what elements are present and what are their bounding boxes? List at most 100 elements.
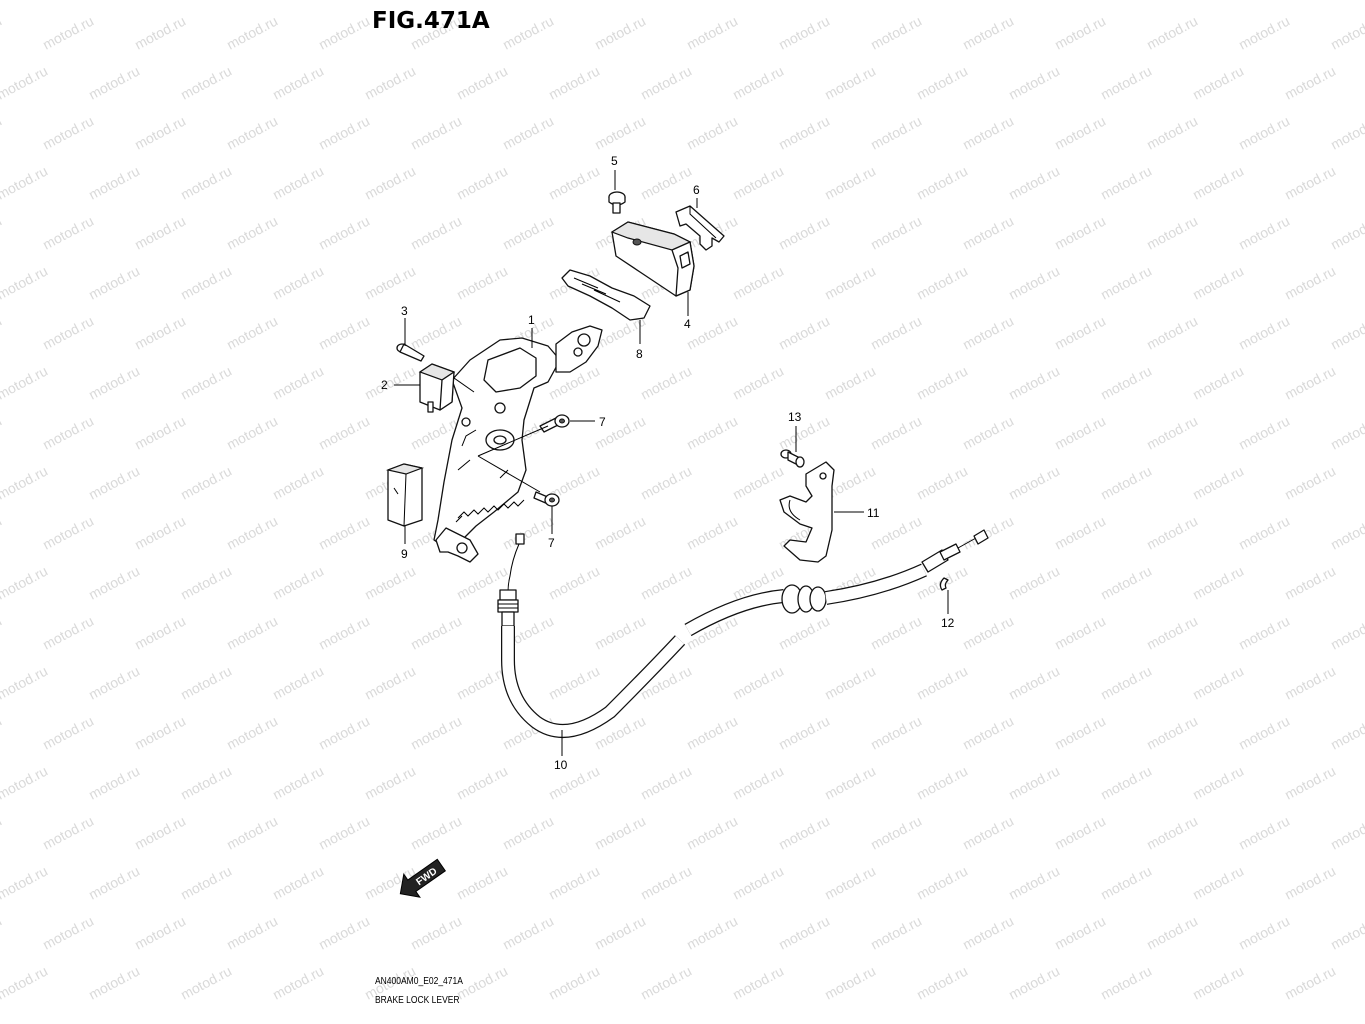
watermark-text: motod.ru <box>1328 413 1365 453</box>
watermark-text: motod.ru <box>1144 813 1200 853</box>
watermark-text: motod.ru <box>224 413 280 453</box>
watermark-text: motod.ru <box>868 313 924 353</box>
watermark-text: motod.ru <box>822 0 878 3</box>
watermark-text: motod.ru <box>86 763 142 803</box>
watermark-text: motod.ru <box>914 163 970 203</box>
watermark-text: motod.ru <box>1190 0 1246 3</box>
watermark-text: motod.ru <box>822 963 878 1003</box>
watermark-text: motod.ru <box>0 613 4 653</box>
watermark-text: motod.ru <box>178 463 234 503</box>
watermark-text: motod.ru <box>960 513 1016 553</box>
watermark-text: motod.ru <box>1328 613 1365 653</box>
watermark-text: motod.ru <box>822 863 878 903</box>
watermark-text: motod.ru <box>638 0 694 3</box>
watermark-text: motod.ru <box>730 763 786 803</box>
watermark-text: motod.ru <box>178 163 234 203</box>
watermark-text: motod.ru <box>1190 463 1246 503</box>
watermark-text: motod.ru <box>822 363 878 403</box>
callout-6: 6 <box>693 183 700 197</box>
watermark-text: motod.ru <box>454 163 510 203</box>
figure-model-code: AN400AM0_E02_471A <box>375 976 463 987</box>
watermark-text: motod.ru <box>1282 163 1338 203</box>
watermark-text: motod.ru <box>86 563 142 603</box>
figure-title: FIG.471A <box>372 8 490 34</box>
watermark-text: motod.ru <box>1052 613 1108 653</box>
watermark-text: motod.ru <box>868 713 924 753</box>
watermark-text: motod.ru <box>1190 663 1246 703</box>
watermark-text: motod.ru <box>1236 513 1292 553</box>
watermark-text: motod.ru <box>730 663 786 703</box>
watermark-text: motod.ru <box>1328 213 1365 253</box>
part-10-cable <box>497 529 989 738</box>
watermark-text: motod.ru <box>132 213 188 253</box>
watermark-text: motod.ru <box>132 13 188 53</box>
watermark-text: motod.ru <box>868 813 924 853</box>
watermark-text: motod.ru <box>868 113 924 153</box>
watermark-text: motod.ru <box>776 313 832 353</box>
watermark-text: motod.ru <box>960 313 1016 353</box>
watermark-text: motod.ru <box>362 0 418 3</box>
watermark-text: motod.ru <box>316 113 372 153</box>
watermark-text: motod.ru <box>684 713 740 753</box>
watermark-text: motod.ru <box>1190 163 1246 203</box>
watermark-text: motod.ru <box>224 513 280 553</box>
watermark-text: motod.ru <box>40 613 96 653</box>
watermark-text: motod.ru <box>270 0 326 3</box>
callout-13: 13 <box>788 410 802 424</box>
watermark-text: motod.ru <box>0 63 50 103</box>
watermark-text: motod.ru <box>86 663 142 703</box>
watermark-text: motod.ru <box>0 413 4 453</box>
watermark-text: motod.ru <box>1236 613 1292 653</box>
watermark-text: motod.ru <box>270 363 326 403</box>
watermark-text: motod.ru <box>1328 913 1365 953</box>
watermark-text: motod.ru <box>1282 263 1338 303</box>
watermark-text: motod.ru <box>1144 613 1200 653</box>
watermark-text: motod.ru <box>454 0 510 3</box>
watermark-text: motod.ru <box>1052 13 1108 53</box>
watermark-text: motod.ru <box>0 913 4 953</box>
part-6-clip <box>675 205 725 251</box>
watermark-text: motod.ru <box>0 113 4 153</box>
watermark-text: motod.ru <box>1236 913 1292 953</box>
watermark-text: motod.ru <box>960 13 1016 53</box>
watermark-text: motod.ru <box>270 263 326 303</box>
watermark-text: motod.ru <box>776 113 832 153</box>
watermark-text: motod.ru <box>362 63 418 103</box>
watermark-text: motod.ru <box>224 213 280 253</box>
watermark-text: motod.ru <box>270 63 326 103</box>
watermark-text: motod.ru <box>1190 963 1246 1003</box>
watermark-text: motod.ru <box>408 813 464 853</box>
watermark-text: motod.ru <box>868 613 924 653</box>
watermark-text: motod.ru <box>178 663 234 703</box>
watermark-text: motod.ru <box>1190 63 1246 103</box>
watermark-text: motod.ru <box>1328 813 1365 853</box>
watermark-text: motod.ru <box>914 463 970 503</box>
watermark-text: motod.ru <box>546 0 602 3</box>
watermark-text: motod.ru <box>1098 63 1154 103</box>
watermark-text: motod.ru <box>1052 213 1108 253</box>
callout-11: 11 <box>867 506 880 520</box>
watermark-text: motod.ru <box>730 163 786 203</box>
callout-4: 4 <box>684 317 691 331</box>
watermark-text: motod.ru <box>592 913 648 953</box>
watermark-text: motod.ru <box>822 663 878 703</box>
watermark-text: motod.ru <box>86 263 142 303</box>
watermark-text: motod.ru <box>316 313 372 353</box>
watermark-text: motod.ru <box>1236 313 1292 353</box>
watermark-text: motod.ru <box>730 863 786 903</box>
watermark-text: motod.ru <box>0 163 50 203</box>
watermark-text: motod.ru <box>868 213 924 253</box>
watermark-text: motod.ru <box>1098 363 1154 403</box>
watermark-text: motod.ru <box>638 863 694 903</box>
watermark-text: motod.ru <box>546 863 602 903</box>
watermark-text: motod.ru <box>0 663 50 703</box>
watermark-text: motod.ru <box>914 963 970 1003</box>
watermark-text: motod.ru <box>1328 713 1365 753</box>
watermark-text: motod.ru <box>684 113 740 153</box>
watermark-text: motod.ru <box>454 763 510 803</box>
callout-3: 3 <box>401 304 408 318</box>
watermark-text: motod.ru <box>1052 413 1108 453</box>
watermark-text: motod.ru <box>0 513 4 553</box>
watermark-text: motod.ru <box>1144 113 1200 153</box>
watermark-text: motod.ru <box>914 863 970 903</box>
